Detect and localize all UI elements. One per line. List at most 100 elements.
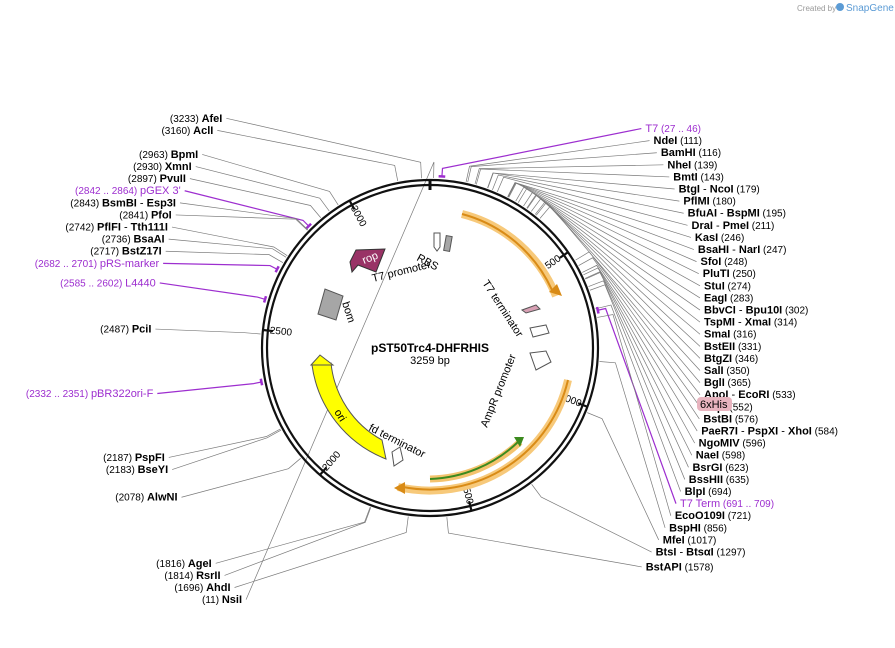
site-leader-line [523, 192, 701, 311]
primer-label-pgex-3: (2842 .. 2864) pGEX 3' [75, 185, 181, 197]
primer-mark [274, 265, 280, 273]
site-label-alwni: (2078) AlwNI [115, 492, 177, 504]
amp-green-highlight [429, 439, 523, 483]
site-label-bsteii: BstEII (331) [704, 341, 761, 353]
site-label-stui: StuI (274) [704, 280, 751, 292]
primer-label-pbr322ori-f: (2332 .. 2351) pBR322ori-F [26, 388, 154, 400]
site-label-bstapi: BstAPI (1578) [646, 561, 714, 573]
site-leader-line [165, 250, 284, 263]
site-label-drai-pmei: DraI - PmeI (211) [692, 220, 775, 232]
his-badge-label: 6xHis [700, 399, 728, 411]
fd-terminator-icon [391, 446, 404, 467]
amp-green-arrowhead-icon [514, 437, 524, 447]
site-label-bgli: BglI (365) [704, 377, 751, 389]
site-label-pcii: (2487) PciI [100, 324, 151, 336]
site-leader-line [583, 267, 698, 432]
tick-label-500: 500 [543, 253, 563, 272]
site-leader-line [175, 214, 308, 231]
label-t7-terminator: T7 terminator [479, 278, 525, 340]
site-leader-line [531, 484, 652, 553]
site-leader-line [589, 284, 686, 480]
site-leader-line [168, 238, 287, 258]
site-leader-line [475, 168, 670, 185]
site-leader-line [465, 140, 650, 182]
tick-label-2000: 2000 [320, 449, 343, 473]
primer-mark [305, 222, 312, 230]
label-bom: bom [339, 300, 357, 324]
site-leader-line [507, 182, 697, 262]
site-label-bstz17i: (2717) BstZ17I [90, 246, 161, 258]
site-label-mfei: MfeI (1017) [663, 534, 717, 546]
site-leader-line [578, 257, 701, 408]
site-label-pspfi: (2187) PspFI [103, 452, 165, 464]
site-leader-line [195, 166, 330, 212]
site-label-bmti: BmtI (143) [673, 171, 724, 183]
site-leader-line [526, 194, 701, 323]
major-tick [262, 328, 274, 333]
site-label-bsphi: BspHI (856) [669, 522, 727, 534]
site-label-pflfi-tth111i: (2742) PflFI - Tth111I [65, 222, 168, 234]
cds-upper-arrowhead-icon [549, 284, 562, 296]
cds-upper-highlight [461, 210, 560, 298]
bom-block [317, 288, 344, 321]
site-label-btsi-bts-i: BtsI - BtsαI (1297) [656, 547, 746, 559]
site-leader-line [585, 272, 693, 456]
site-leader-line [517, 188, 701, 299]
site-label-kasi: KasI (246) [695, 232, 744, 244]
primer-label-t7-term: T7 Term (691 .. 709) [680, 498, 774, 510]
site-leader-line [181, 458, 301, 498]
site-label-afei: (3233) AfeI [170, 113, 222, 125]
site-label-btgi-ncoi: BtgI - NcoI (179) [679, 184, 760, 196]
site-label-blpi: BlpI (694) [685, 486, 732, 498]
label-ampr-promoter: AmpR promoter [479, 352, 519, 429]
site-label-xmni: (2930) XmnI [133, 161, 192, 173]
rbs-icon [443, 235, 453, 252]
site-leader-line [599, 361, 666, 528]
primer-leader-line [441, 127, 642, 177]
site-label-bpmi: (2963) BpmI [139, 149, 198, 161]
site-leader-line [234, 516, 409, 588]
rop-arrow-icon [349, 248, 386, 274]
cds-upper-arrow [461, 213, 553, 291]
site-label-bsahi-nari: BsaHI - NarI (247) [698, 244, 787, 256]
primer-label-l4440: (2585 .. 2602) L4440 [60, 277, 156, 289]
primer-label-t7: T7 (27 .. 46) [645, 123, 701, 135]
site-leader-line [172, 429, 282, 470]
major-tick [348, 199, 356, 210]
major-tick [467, 500, 473, 512]
site-leader-line [530, 198, 701, 347]
cds-lower-arrow [402, 379, 569, 491]
his-tag-icon [520, 304, 541, 314]
watermark-brand: SnapGene [846, 3, 894, 14]
site-leader-line [224, 507, 372, 576]
site-label-rsrii: (1814) RsrII [164, 570, 220, 582]
primer-leader-line [159, 282, 266, 300]
site-label-sfoi: SfoI (248) [701, 256, 748, 268]
tick-label-2500: 2500 [269, 325, 293, 338]
site-leader-line [587, 412, 660, 541]
site-label-btgzi: BtgZI (346) [704, 353, 758, 365]
primer-leader-line [163, 262, 278, 270]
site-label-bsrgi: BsrGI (623) [692, 462, 748, 474]
site-label-bamhi: BamHI (116) [661, 147, 721, 159]
site-leader-line [534, 201, 701, 359]
site-leader-line [575, 251, 701, 395]
site-label-bstbi: BstBI (576) [703, 413, 758, 425]
watermark-prefix: Created by [797, 4, 836, 13]
site-leader-line [226, 117, 422, 179]
label-rop: rop [361, 250, 380, 267]
site-leader-line [202, 154, 339, 206]
site-leader-line [474, 164, 664, 185]
site-leader-line [467, 152, 657, 183]
plasmid-name: pST50Trc4-DHFRHIS [371, 341, 489, 355]
site-label-pluti: PluTI (250) [703, 268, 756, 280]
site-leader-line [168, 428, 281, 458]
site-leader-line [217, 130, 399, 182]
t7-terminator-icon [529, 324, 550, 338]
major-tick [577, 402, 588, 408]
site-label-bfuai-bspmi: BfuAI - BspMI (195) [688, 208, 786, 220]
site-leader-line [508, 182, 699, 275]
site-leader-line [515, 186, 701, 287]
site-leader-line [496, 176, 688, 226]
site-label-bsaai: (2736) BsaAI [102, 234, 165, 246]
